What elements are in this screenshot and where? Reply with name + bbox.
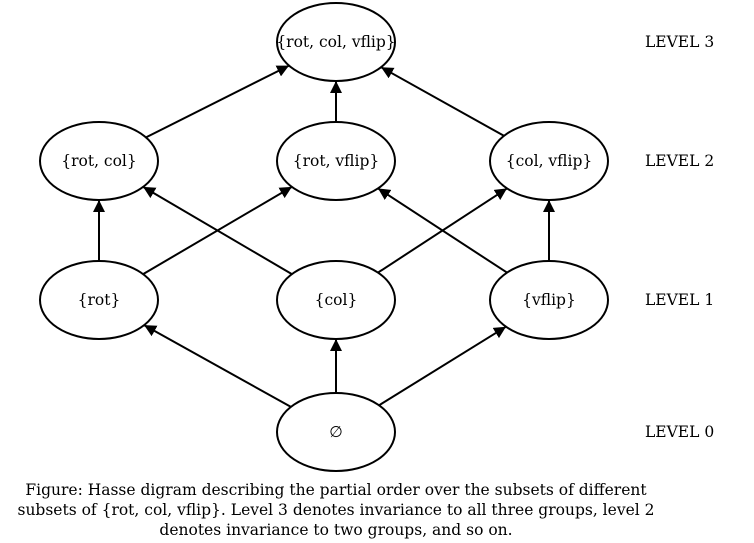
node-label: {vflip} <box>522 291 576 309</box>
caption-line-3: denotes invariance to two groups, and so… <box>159 521 513 539</box>
node-ellipse <box>489 121 609 201</box>
edges <box>93 64 555 408</box>
node-ellipse <box>39 260 159 340</box>
node-label: {col, vflip} <box>506 152 593 170</box>
node-ellipse <box>39 121 159 201</box>
node-ellipse <box>276 260 396 340</box>
node-rot_col_vflip: {rot, col, vflip} <box>276 2 396 82</box>
caption-line-2: subsets of {rot, col, vflip}. Level 3 de… <box>17 501 655 519</box>
edge-col_vflip-to-rot_col_vflip <box>380 66 505 137</box>
level-label-0: LEVEL 0 <box>645 423 714 441</box>
node-vflip: {vflip} <box>489 260 609 340</box>
level-labels: LEVEL 3 LEVEL 2 LEVEL 1 LEVEL 0 <box>645 33 714 441</box>
level-label-2: LEVEL 2 <box>645 152 714 170</box>
node-label: ∅ <box>329 423 343 441</box>
edge-empty-to-rot <box>143 324 292 408</box>
node-ellipse <box>276 392 396 472</box>
node-rot: {rot} <box>39 260 159 340</box>
edge-col-to-rot_col <box>142 186 293 275</box>
node-rot_col: {rot, col} <box>39 121 159 201</box>
nodes: {rot, col, vflip} {rot, col} {rot, vflip} {… <box>39 2 609 472</box>
edge-rot_col-to-rot_col_vflip <box>145 64 290 139</box>
node-empty: ∅ <box>276 392 396 472</box>
node-col_vflip: {col, vflip} <box>489 121 609 201</box>
node-label: {col} <box>315 291 358 309</box>
hasse-diagram: {rot, col, vflip} {rot, col} {rot, vflip} {… <box>39 2 714 472</box>
node-label: {rot} <box>78 291 121 309</box>
edge-empty-to-vflip <box>378 325 507 407</box>
node-label: {rot, vflip} <box>293 152 380 170</box>
node-ellipse <box>276 121 396 201</box>
node-ellipse <box>276 2 396 82</box>
level-label-3: LEVEL 3 <box>645 33 714 51</box>
node-ellipse <box>489 260 609 340</box>
caption-line-1: Figure: Hasse digram describing the part… <box>25 481 647 499</box>
node-rot_vflip: {rot, vflip} <box>276 121 396 201</box>
figure-caption: Figure: Hasse digram describing the part… <box>0 480 672 540</box>
node-col: {col} <box>276 260 396 340</box>
edge-vflip-to-rot_vflip <box>377 187 508 274</box>
node-label: {rot, col, vflip} <box>276 33 395 51</box>
node-label: {rot, col} <box>61 152 137 170</box>
level-label-1: LEVEL 1 <box>645 291 714 309</box>
